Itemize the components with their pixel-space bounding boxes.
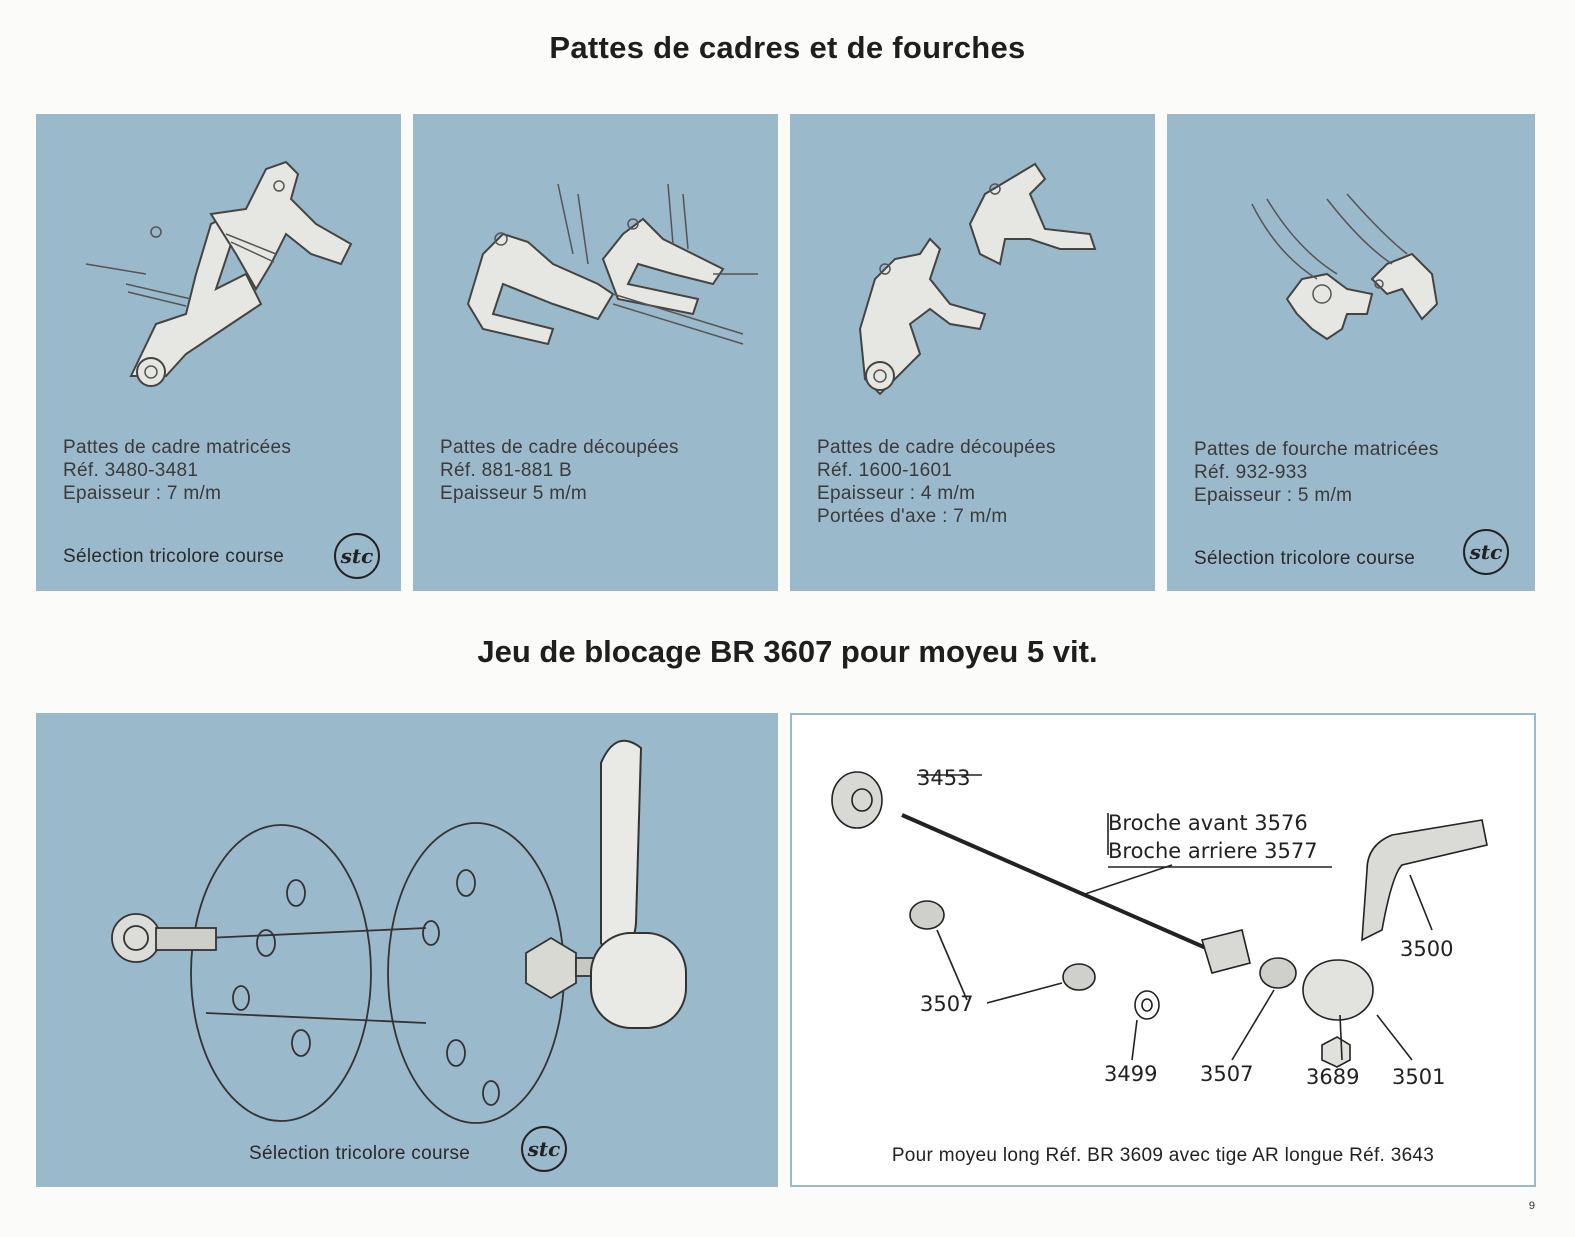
product-caption: Pattes de cadre matricées Réf. 3480-3481… bbox=[63, 436, 291, 505]
product-name: Pattes de cadre matricées bbox=[63, 437, 292, 458]
hub-illustration bbox=[111, 739, 687, 1124]
fork-dropout-illustration bbox=[1251, 193, 1439, 341]
hub-quick-release-panel: Sélection tricolore course stc bbox=[36, 713, 778, 1187]
selection-label: Sélection tricolore course bbox=[63, 546, 285, 567]
product-caption: Pattes de cadre découpées Réf. 1600-1601… bbox=[817, 436, 1056, 528]
selection-label: Sélection tricolore course bbox=[1194, 548, 1416, 569]
product-thickness: Epaisseur : 4 m/m bbox=[817, 483, 976, 504]
part-label-3500: 3500 bbox=[1400, 937, 1454, 961]
frame-dropout-illustration bbox=[85, 160, 353, 387]
front-axle-label: Broche avant 3576 bbox=[1108, 811, 1308, 835]
cut-frame-dropout-illustration bbox=[858, 162, 1097, 396]
part-label-3501: 3501 bbox=[1392, 1065, 1446, 1089]
part-label-3507: 3507 bbox=[1200, 1062, 1254, 1086]
product-reference: Réf. 881-881 B bbox=[440, 460, 573, 481]
product-name: Pattes de cadre découpées bbox=[440, 437, 679, 458]
axle-labels: Broche avant 3576 Broche arriere 3577 bbox=[1108, 809, 1318, 865]
diagram-note: Pour moyeu long Réf. BR 3609 avec tige A… bbox=[891, 1145, 1435, 1166]
product-name: Pattes de fourche matricées bbox=[1194, 439, 1439, 460]
stc-logo-icon: stc bbox=[521, 1126, 567, 1172]
exploded-parts-drawing bbox=[831, 771, 1488, 1068]
part-label-3499: 3499 bbox=[1104, 1062, 1158, 1086]
product-name: Pattes de cadre découpées bbox=[817, 437, 1056, 458]
product-thickness: Epaisseur : 5 m/m bbox=[1194, 485, 1353, 506]
product-panel-881: Pattes de cadre découpées Réf. 881-881 B… bbox=[413, 114, 778, 591]
product-thickness: Epaisseur : 7 m/m bbox=[63, 483, 222, 504]
product-caption: Pattes de cadre découpées Réf. 881-881 B… bbox=[440, 436, 679, 505]
part-label-3453: 3453 bbox=[917, 766, 971, 790]
part-label-3507: 3507 bbox=[920, 992, 974, 1016]
cut-frame-dropout-illustration bbox=[466, 183, 758, 346]
part-label-3689: 3689 bbox=[1306, 1065, 1360, 1089]
product-reference: Réf. 1600-1601 bbox=[817, 460, 953, 481]
selection-label: Sélection tricolore course bbox=[249, 1143, 471, 1164]
stc-logo-icon: stc bbox=[1463, 529, 1509, 575]
stc-logo-icon: stc bbox=[334, 533, 380, 579]
section-title-dropouts: Pattes de cadres et de fourches bbox=[549, 30, 1026, 65]
product-thickness: Epaisseur 5 m/m bbox=[440, 483, 588, 504]
rear-axle-label: Broche arriere 3577 bbox=[1108, 839, 1318, 863]
product-reference: Réf. 932-933 bbox=[1194, 462, 1308, 483]
product-panel-932: Pattes de fourche matricées Réf. 932-933… bbox=[1167, 114, 1535, 591]
section-title-quick-release: Jeu de blocage BR 3607 pour moyeu 5 vit. bbox=[477, 634, 1098, 669]
product-caption: Pattes de fourche matricées Réf. 932-933… bbox=[1194, 438, 1439, 507]
exploded-parts-diagram: 3453 Broche avant 3576 Broche arriere 35… bbox=[790, 713, 1536, 1187]
page-number: 9 bbox=[1528, 1200, 1535, 1212]
product-panel-3480: Pattes de cadre matricées Réf. 3480-3481… bbox=[36, 114, 401, 591]
product-reference: Réf. 3480-3481 bbox=[63, 460, 199, 481]
product-panel-1600: Pattes de cadre découpées Réf. 1600-1601… bbox=[790, 114, 1155, 591]
product-axle-bearing: Portées d'axe : 7 m/m bbox=[817, 506, 1008, 527]
